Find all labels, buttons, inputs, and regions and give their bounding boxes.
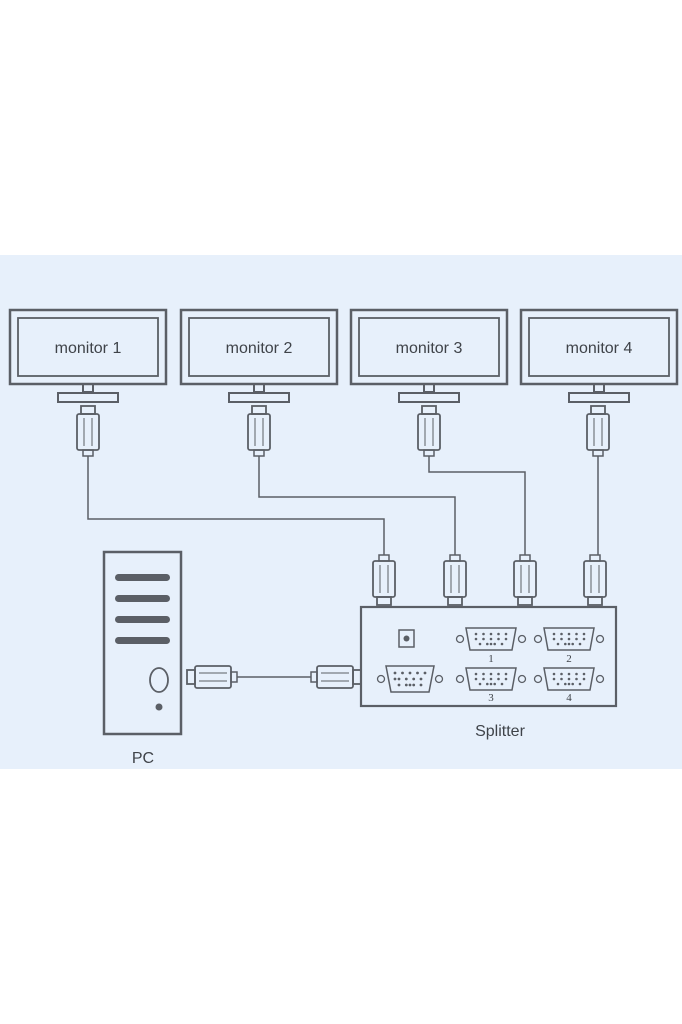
pc-drive-bay bbox=[115, 616, 170, 623]
monitor-4-vga-plug bbox=[586, 405, 610, 457]
port-pins bbox=[393, 671, 427, 687]
port-screw bbox=[533, 674, 543, 684]
plug-collar bbox=[376, 596, 392, 606]
splitter-box: 1 2 3 bbox=[359, 605, 618, 708]
monitor-3-label: monitor 3 bbox=[396, 340, 463, 357]
monitor-4-stand bbox=[568, 392, 630, 403]
pc-label: PC bbox=[132, 750, 154, 767]
monitor-1: monitor 1 bbox=[8, 308, 168, 403]
splitter-label: Splitter bbox=[475, 723, 525, 740]
port-pins bbox=[552, 632, 586, 646]
port-screw bbox=[517, 674, 527, 684]
pc-led-icon bbox=[155, 703, 163, 711]
monitor-2-vga-plug bbox=[247, 405, 271, 457]
port-screw bbox=[533, 634, 543, 644]
monitor-2-label: monitor 2 bbox=[226, 340, 293, 357]
pc-drive-bay bbox=[115, 595, 170, 602]
port-screw bbox=[455, 674, 465, 684]
port-number-1: 1 bbox=[488, 653, 494, 665]
pc-power-button-icon bbox=[149, 667, 169, 693]
monitor-1-vga-plug bbox=[76, 405, 100, 457]
power-jack-pin bbox=[403, 635, 410, 642]
port-screw bbox=[434, 674, 444, 684]
port-screw bbox=[455, 634, 465, 644]
pc-drive-bay bbox=[115, 574, 170, 581]
monitor-3: monitor 3 bbox=[349, 308, 509, 403]
cable-monitor-2 bbox=[258, 456, 456, 555]
monitor-1-screen bbox=[17, 317, 159, 377]
pc-case bbox=[102, 550, 183, 736]
monitor-1-stand bbox=[57, 392, 119, 403]
plug-collar bbox=[447, 596, 463, 606]
monitor-2: monitor 2 bbox=[179, 308, 339, 403]
port-shell bbox=[465, 627, 517, 651]
port-screw bbox=[376, 674, 386, 684]
port-shell bbox=[385, 665, 435, 693]
monitor-cables bbox=[87, 456, 599, 555]
pc-tower bbox=[102, 550, 183, 736]
plug-collar bbox=[517, 596, 533, 606]
diagram-background-panel bbox=[0, 255, 682, 769]
pc-drive-bay bbox=[115, 637, 170, 644]
port-screw bbox=[595, 634, 605, 644]
splitter-case bbox=[359, 605, 618, 708]
monitor-1-label: monitor 1 bbox=[55, 340, 122, 357]
monitor-2-screen bbox=[188, 317, 330, 377]
monitor-3-stand bbox=[398, 392, 460, 403]
port-number-2: 2 bbox=[566, 653, 572, 665]
port-pins bbox=[474, 672, 508, 686]
port-screw bbox=[517, 634, 527, 644]
monitor-4-screen bbox=[528, 317, 670, 377]
port-number-4: 4 bbox=[566, 692, 572, 704]
vga-output-port-1: 1 bbox=[455, 627, 527, 665]
port-pins bbox=[474, 632, 508, 646]
splitter-output-plug-2 bbox=[443, 554, 467, 606]
vga-output-port-3: 3 bbox=[455, 667, 527, 704]
cable-monitor-1 bbox=[87, 456, 385, 555]
vga-input-port bbox=[376, 665, 444, 693]
port-shell bbox=[543, 667, 595, 691]
port-shell bbox=[465, 667, 517, 691]
port-number-3: 3 bbox=[488, 692, 494, 704]
monitor-4: monitor 4 bbox=[519, 308, 679, 403]
splitter-output-plug-1 bbox=[372, 554, 396, 606]
power-jack-icon bbox=[398, 629, 415, 648]
monitor-2-stand bbox=[228, 392, 290, 403]
port-screw bbox=[595, 674, 605, 684]
vga-output-port-2: 2 bbox=[533, 627, 605, 665]
cable-monitor-3 bbox=[428, 456, 526, 555]
splitter-output-plug-4 bbox=[583, 554, 607, 606]
monitor-3-screen bbox=[358, 317, 500, 377]
monitor-4-label: monitor 4 bbox=[566, 340, 633, 357]
plug-collar bbox=[587, 596, 603, 606]
port-shell bbox=[543, 627, 595, 651]
vga-output-port-4: 4 bbox=[533, 667, 605, 704]
port-pins bbox=[552, 672, 586, 686]
